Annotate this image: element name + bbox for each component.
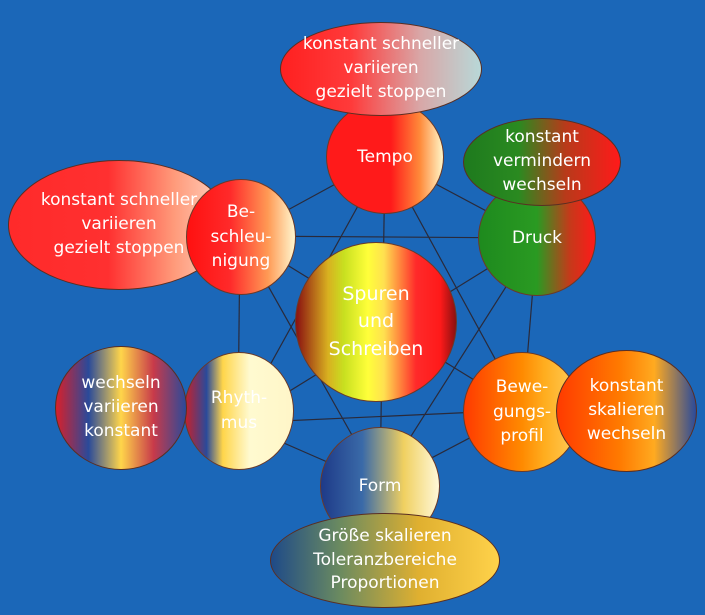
bubble-rhythmus: wechseln variieren konstant <box>55 346 187 470</box>
node-bewegungsprofil: Bewe- gungs- profil <box>463 352 581 472</box>
node-beschleunigung: Be- schleu- nigung <box>186 179 296 295</box>
bubble-tempo: konstant schneller variieren gezielt sto… <box>280 22 482 116</box>
bubble-druck: konstant vermindern wechseln <box>463 118 621 206</box>
bubble-form: Größe skalieren Toleranzbereiche Proport… <box>270 513 500 608</box>
bubble-bewegungsprofil: konstant skalieren wechseln <box>556 350 697 472</box>
node-rhythmus: Rhyth- mus <box>184 352 294 470</box>
node-spuren-und-schreiben: Spuren und Schreiben <box>295 242 457 402</box>
node-tempo: Tempo <box>326 100 444 214</box>
